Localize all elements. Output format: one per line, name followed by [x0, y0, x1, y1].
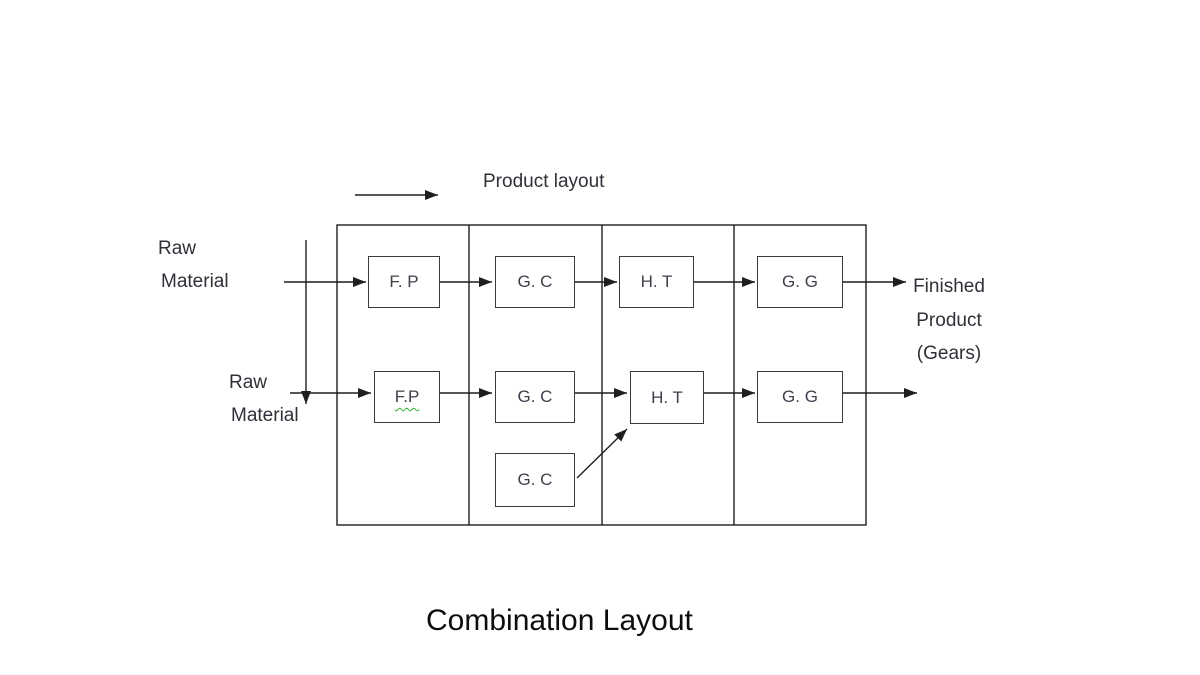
finished-product-line3: (Gears)	[916, 343, 982, 364]
process-box-gg-row2-label: G. G	[782, 387, 818, 406]
process-box-fp-row2: F.P	[374, 371, 440, 423]
finished-product-line2: Product	[916, 309, 982, 331]
process-box-gc-row3: G. C	[495, 453, 575, 507]
process-box-gg-row1: G. G	[757, 256, 843, 308]
process-box-gc-row2-label: G. C	[517, 387, 553, 406]
process-box-ht-row1: H. T	[619, 256, 694, 308]
process-box-ht-row2: H. T	[630, 371, 704, 424]
process-box-gc-row1: G. C	[495, 256, 575, 308]
process-box-gg-row2: G. G	[757, 371, 843, 423]
finished-product-label: Finished Product (Gears)	[901, 270, 997, 371]
raw-material-1-line2: Material	[161, 271, 229, 292]
raw-material-2-line1: Raw	[229, 372, 268, 393]
layout-grid	[336, 224, 867, 526]
process-box-gc-row2: G. C	[495, 371, 575, 423]
raw-material-1-line1: Raw	[158, 238, 197, 259]
product-layout-label: Product layout	[483, 171, 605, 192]
process-box-ht-row1-label: H. T	[640, 272, 673, 291]
process-box-fp-row1-label: F. P	[389, 272, 419, 291]
process-box-gc-row3-label: G. C	[517, 470, 553, 489]
process-box-fp-row1: F. P	[368, 256, 440, 308]
arrow-gc3-ht2-diagonal	[576, 428, 628, 479]
finished-product-line1: Finished	[913, 276, 985, 297]
process-box-gg-row1-label: G. G	[782, 272, 818, 291]
process-box-ht-row2-label: H. T	[651, 387, 683, 407]
raw-material-2-line2: Material	[231, 405, 299, 426]
slide-title: Combination Layout	[426, 604, 693, 637]
flow-arrows	[284, 190, 917, 479]
process-box-gc-row1-label: G. C	[517, 272, 553, 291]
process-box-fp-row2-label: F.P	[394, 387, 420, 406]
